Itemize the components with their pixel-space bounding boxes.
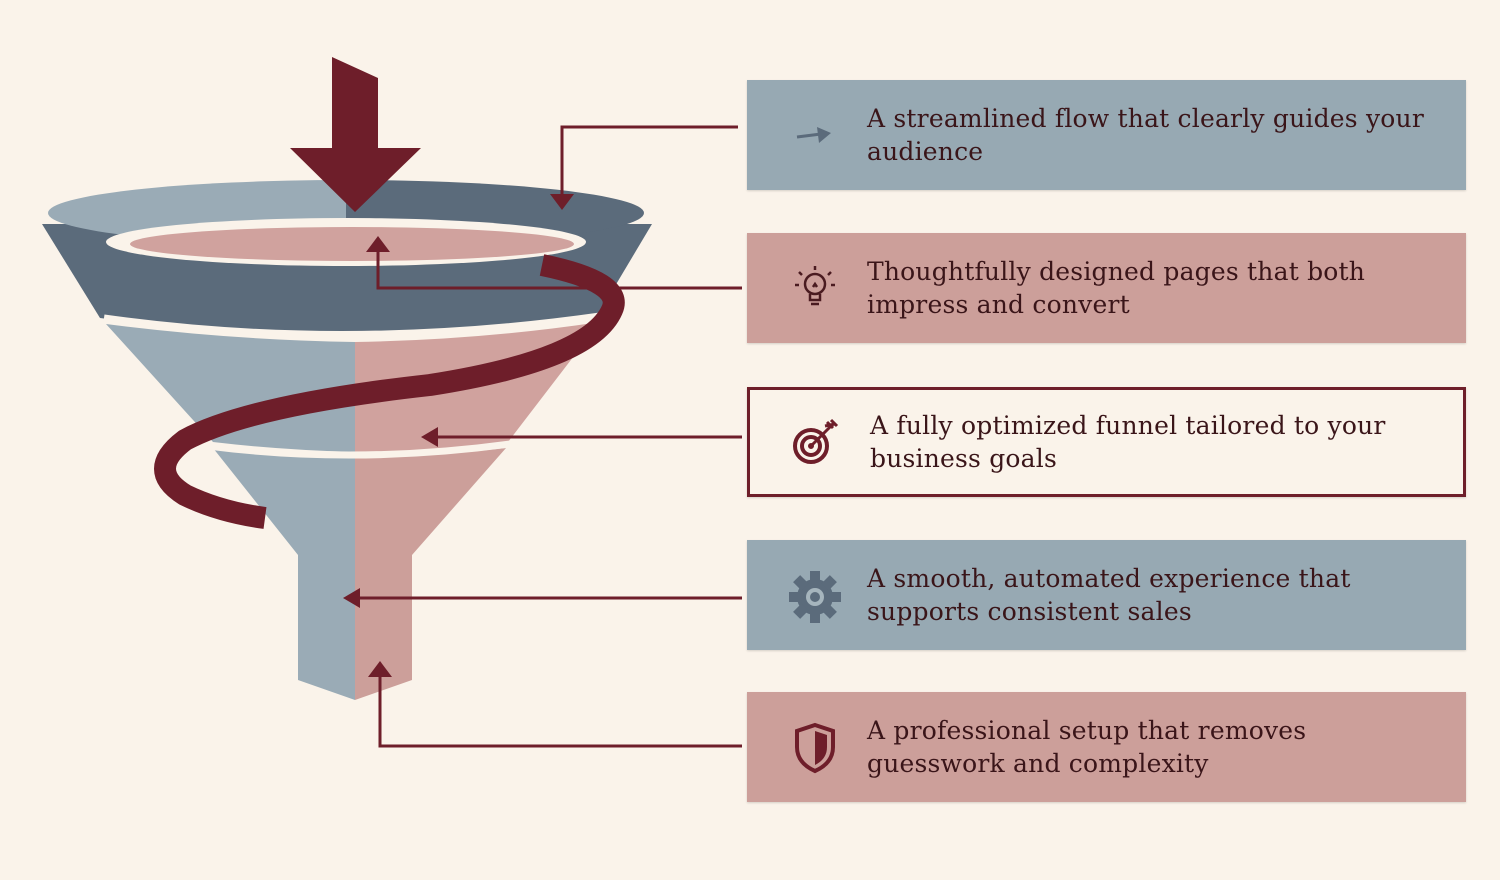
shield-icon xyxy=(795,722,835,774)
feature-text: A streamlined flow that clearly guides y… xyxy=(867,104,1424,166)
feature-box-streamlined-flow: A streamlined flow that clearly guides y… xyxy=(747,80,1466,190)
feature-box-optimized-funnel: A fully optimized funnel tailored to you… xyxy=(747,387,1466,497)
feature-text: A smooth, automated experience that supp… xyxy=(867,564,1351,626)
feature-box-automated-experience: A smooth, automated experience that supp… xyxy=(747,540,1466,650)
down-arrow-icon xyxy=(290,57,421,212)
spiral-path xyxy=(154,254,625,529)
feature-text: Thoughtfully designed pages that both im… xyxy=(867,257,1366,319)
arrow-icon xyxy=(796,127,831,143)
feature-text: A professional setup that removes guessw… xyxy=(867,716,1307,778)
target-icon xyxy=(793,418,839,464)
connector-lines xyxy=(355,125,742,748)
connector-arrowheads xyxy=(343,194,574,677)
feature-text: A fully optimized funnel tailored to you… xyxy=(870,411,1386,473)
feature-box-designed-pages: Thoughtfully designed pages that both im… xyxy=(747,233,1466,343)
feature-box-professional-setup: A professional setup that removes guessw… xyxy=(747,692,1466,802)
gear-icon xyxy=(789,571,841,623)
funnel-cone-left xyxy=(106,324,355,452)
lightbulb-icon xyxy=(795,266,835,306)
